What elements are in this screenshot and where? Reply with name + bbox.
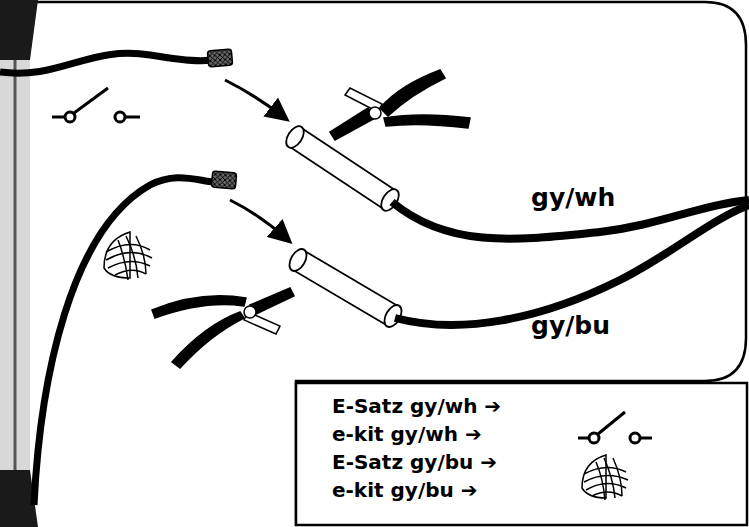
switch-wire <box>0 53 210 73</box>
frame-tube <box>0 0 30 527</box>
legend-box <box>296 383 747 525</box>
lamp-wire <box>34 178 214 505</box>
legend-text: e-kit gy/bu ➔ <box>332 479 477 501</box>
panel-frame <box>30 2 746 526</box>
wire-color-label: gy/wh <box>531 184 615 212</box>
legend-text: E-Satz gy/bu ➔ <box>332 451 497 473</box>
stripped-end <box>211 171 236 189</box>
insert-arrow <box>230 200 288 240</box>
wire-color-label: gy/bu <box>531 312 610 340</box>
insert-arrow <box>225 80 285 118</box>
crimp-pliers <box>330 70 470 140</box>
switch-symbol <box>578 412 652 443</box>
lamp-symbol <box>104 232 152 280</box>
legend-text: e-kit gy/wh ➔ <box>332 423 482 445</box>
switch-symbol <box>52 88 140 122</box>
lamp-symbol <box>582 455 628 500</box>
stripped-end <box>207 49 232 67</box>
butt-connector <box>283 123 403 214</box>
crimp-pliers <box>152 288 294 368</box>
butt-connector <box>286 246 405 330</box>
legend-text: E-Satz gy/wh ➔ <box>332 395 501 417</box>
tube-cap <box>0 0 38 60</box>
tube-edge <box>14 60 17 470</box>
kit-wire <box>395 205 749 325</box>
